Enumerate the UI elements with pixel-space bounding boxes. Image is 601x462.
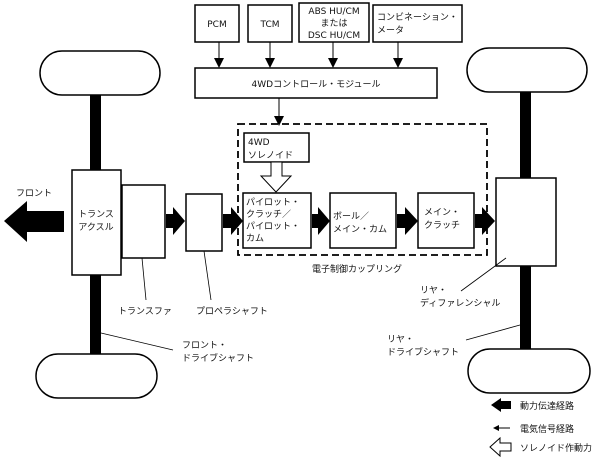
pilot-label-2: クラッチ／ (246, 209, 291, 220)
legend-power-label: 動力伝達経路 (520, 400, 574, 412)
legend-solenoid-label: ソレノイド作動力 (520, 442, 592, 454)
rear-driveshaft-label-1: リヤ・ (387, 335, 414, 345)
propeller-shaft (185, 193, 223, 252)
4wd-control-module: 4WDコントロール・モジュール (194, 67, 438, 99)
transfer (121, 184, 166, 259)
hollow-arrow-icon (489, 436, 512, 458)
propeller-label: プロペラシャフト (196, 306, 268, 317)
front-axle-shaft-upper (90, 93, 101, 171)
front-left-wheel (39, 50, 161, 96)
abs-label-3: DSC HU/CM (308, 31, 360, 41)
front-driveshaft-label-2: ドライブシャフト (182, 352, 254, 364)
front-driveshaft (90, 273, 101, 355)
legend: 動力伝達経路 電気信号経路 ソレノイド作動力 (489, 398, 592, 458)
front-output-arrow (4, 201, 64, 242)
front-driveshaft-label-1: フロント・ (182, 341, 227, 351)
abs-label-1: ABS HU/CM (308, 7, 359, 17)
pilot-label-3: パイロット・ (246, 221, 300, 232)
rear-axle-shaft-upper (520, 91, 531, 179)
fat-arrow-icon (491, 398, 511, 412)
4wd-solenoid: 4WD ソレノイド (243, 132, 310, 163)
pilot-label-1: パイロット・ (246, 197, 300, 208)
legend-signal-label: 電気信号経路 (520, 423, 574, 435)
solenoid-label-1: 4WD (248, 138, 270, 148)
front-label: フロント (16, 189, 52, 199)
coupling-label: 電子制御カップリング (312, 263, 402, 275)
input-combination-meter: コンビネーション・ メータ (372, 4, 463, 43)
pilot-clutch-cam: パイロット・ クラッチ／ パイロット・ カム (242, 192, 312, 249)
front-right-wheel (35, 353, 158, 399)
abs-label-2: または (320, 18, 347, 29)
signal-arrows-to-module (214, 42, 403, 68)
solenoid-label-2: ソレノイド (248, 151, 293, 161)
power-flow-arrows (4, 201, 495, 242)
main-label-2: クラッチ (424, 220, 460, 231)
input-abs-dsc: ABS HU/CM または DSC HU/CM (298, 2, 370, 43)
meter-label-1: コンビネーション・ (377, 12, 458, 23)
ball-label-1: ボール／ (333, 211, 369, 222)
input-tcm: TCM (247, 4, 293, 43)
rear-driveshaft (520, 265, 531, 351)
input-pcm: PCM (194, 4, 240, 43)
ball-main-cam: ボール／ メイン・カム (329, 192, 397, 249)
main-label-1: メイン・ (424, 208, 460, 218)
ball-label-2: メイン・カム (333, 224, 387, 235)
main-clutch: メイン・ クラッチ (417, 192, 475, 249)
pilot-label-4: カム (246, 233, 264, 244)
rear-diff-label-1: リヤ・ (420, 286, 447, 296)
rear-driveshaft-label-2: ドライブシャフト (387, 346, 459, 358)
electronic-coupling-frame (237, 123, 488, 256)
thin-arrow-icon (493, 425, 499, 431)
transaxle: トランス アクスル (71, 169, 122, 276)
rear-left-wheel (466, 47, 588, 93)
rear-right-wheel (467, 348, 591, 394)
transaxle-label-2: アクスル (78, 222, 113, 233)
tcm-label: TCM (259, 20, 279, 30)
control-module-label: 4WDコントロール・モジュール (252, 80, 381, 90)
transaxle-label-1: トランス (78, 209, 114, 220)
signal-arrow-to-solenoid (274, 116, 284, 126)
rear-differential (495, 177, 557, 267)
rear-diff-label-2: ディファレンシャル (420, 297, 500, 309)
meter-label-2: メータ (377, 25, 404, 36)
pcm-label: PCM (207, 20, 226, 30)
solenoid-force-arrow (259, 161, 293, 193)
transfer-label: トランスファ (118, 306, 172, 317)
